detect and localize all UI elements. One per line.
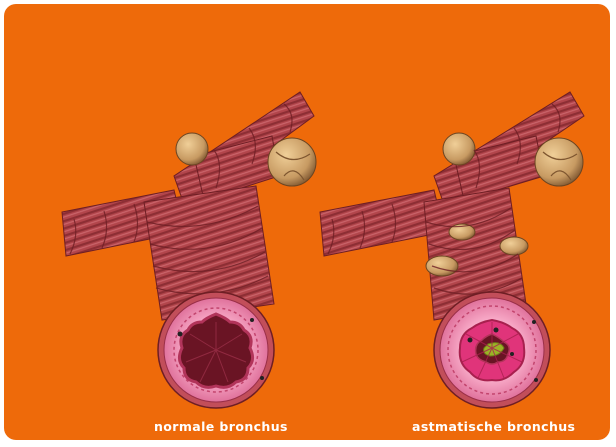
asthmatic-bronchus-caption: astmatische bronchus	[412, 419, 575, 434]
diagram-panel: normale bronchus astmatische bronchus	[4, 4, 610, 440]
normal-alveolus-1	[176, 133, 208, 165]
asthma-alveolus-2	[535, 138, 583, 186]
asthma-alveolus-1	[443, 133, 475, 165]
asthma-cross-section	[434, 292, 550, 408]
bronchus-illustration	[4, 4, 610, 440]
normal-cross-section	[158, 292, 274, 408]
normal-alveolus-2	[268, 138, 316, 186]
normal-bronchus-caption: normale bronchus	[154, 419, 288, 434]
